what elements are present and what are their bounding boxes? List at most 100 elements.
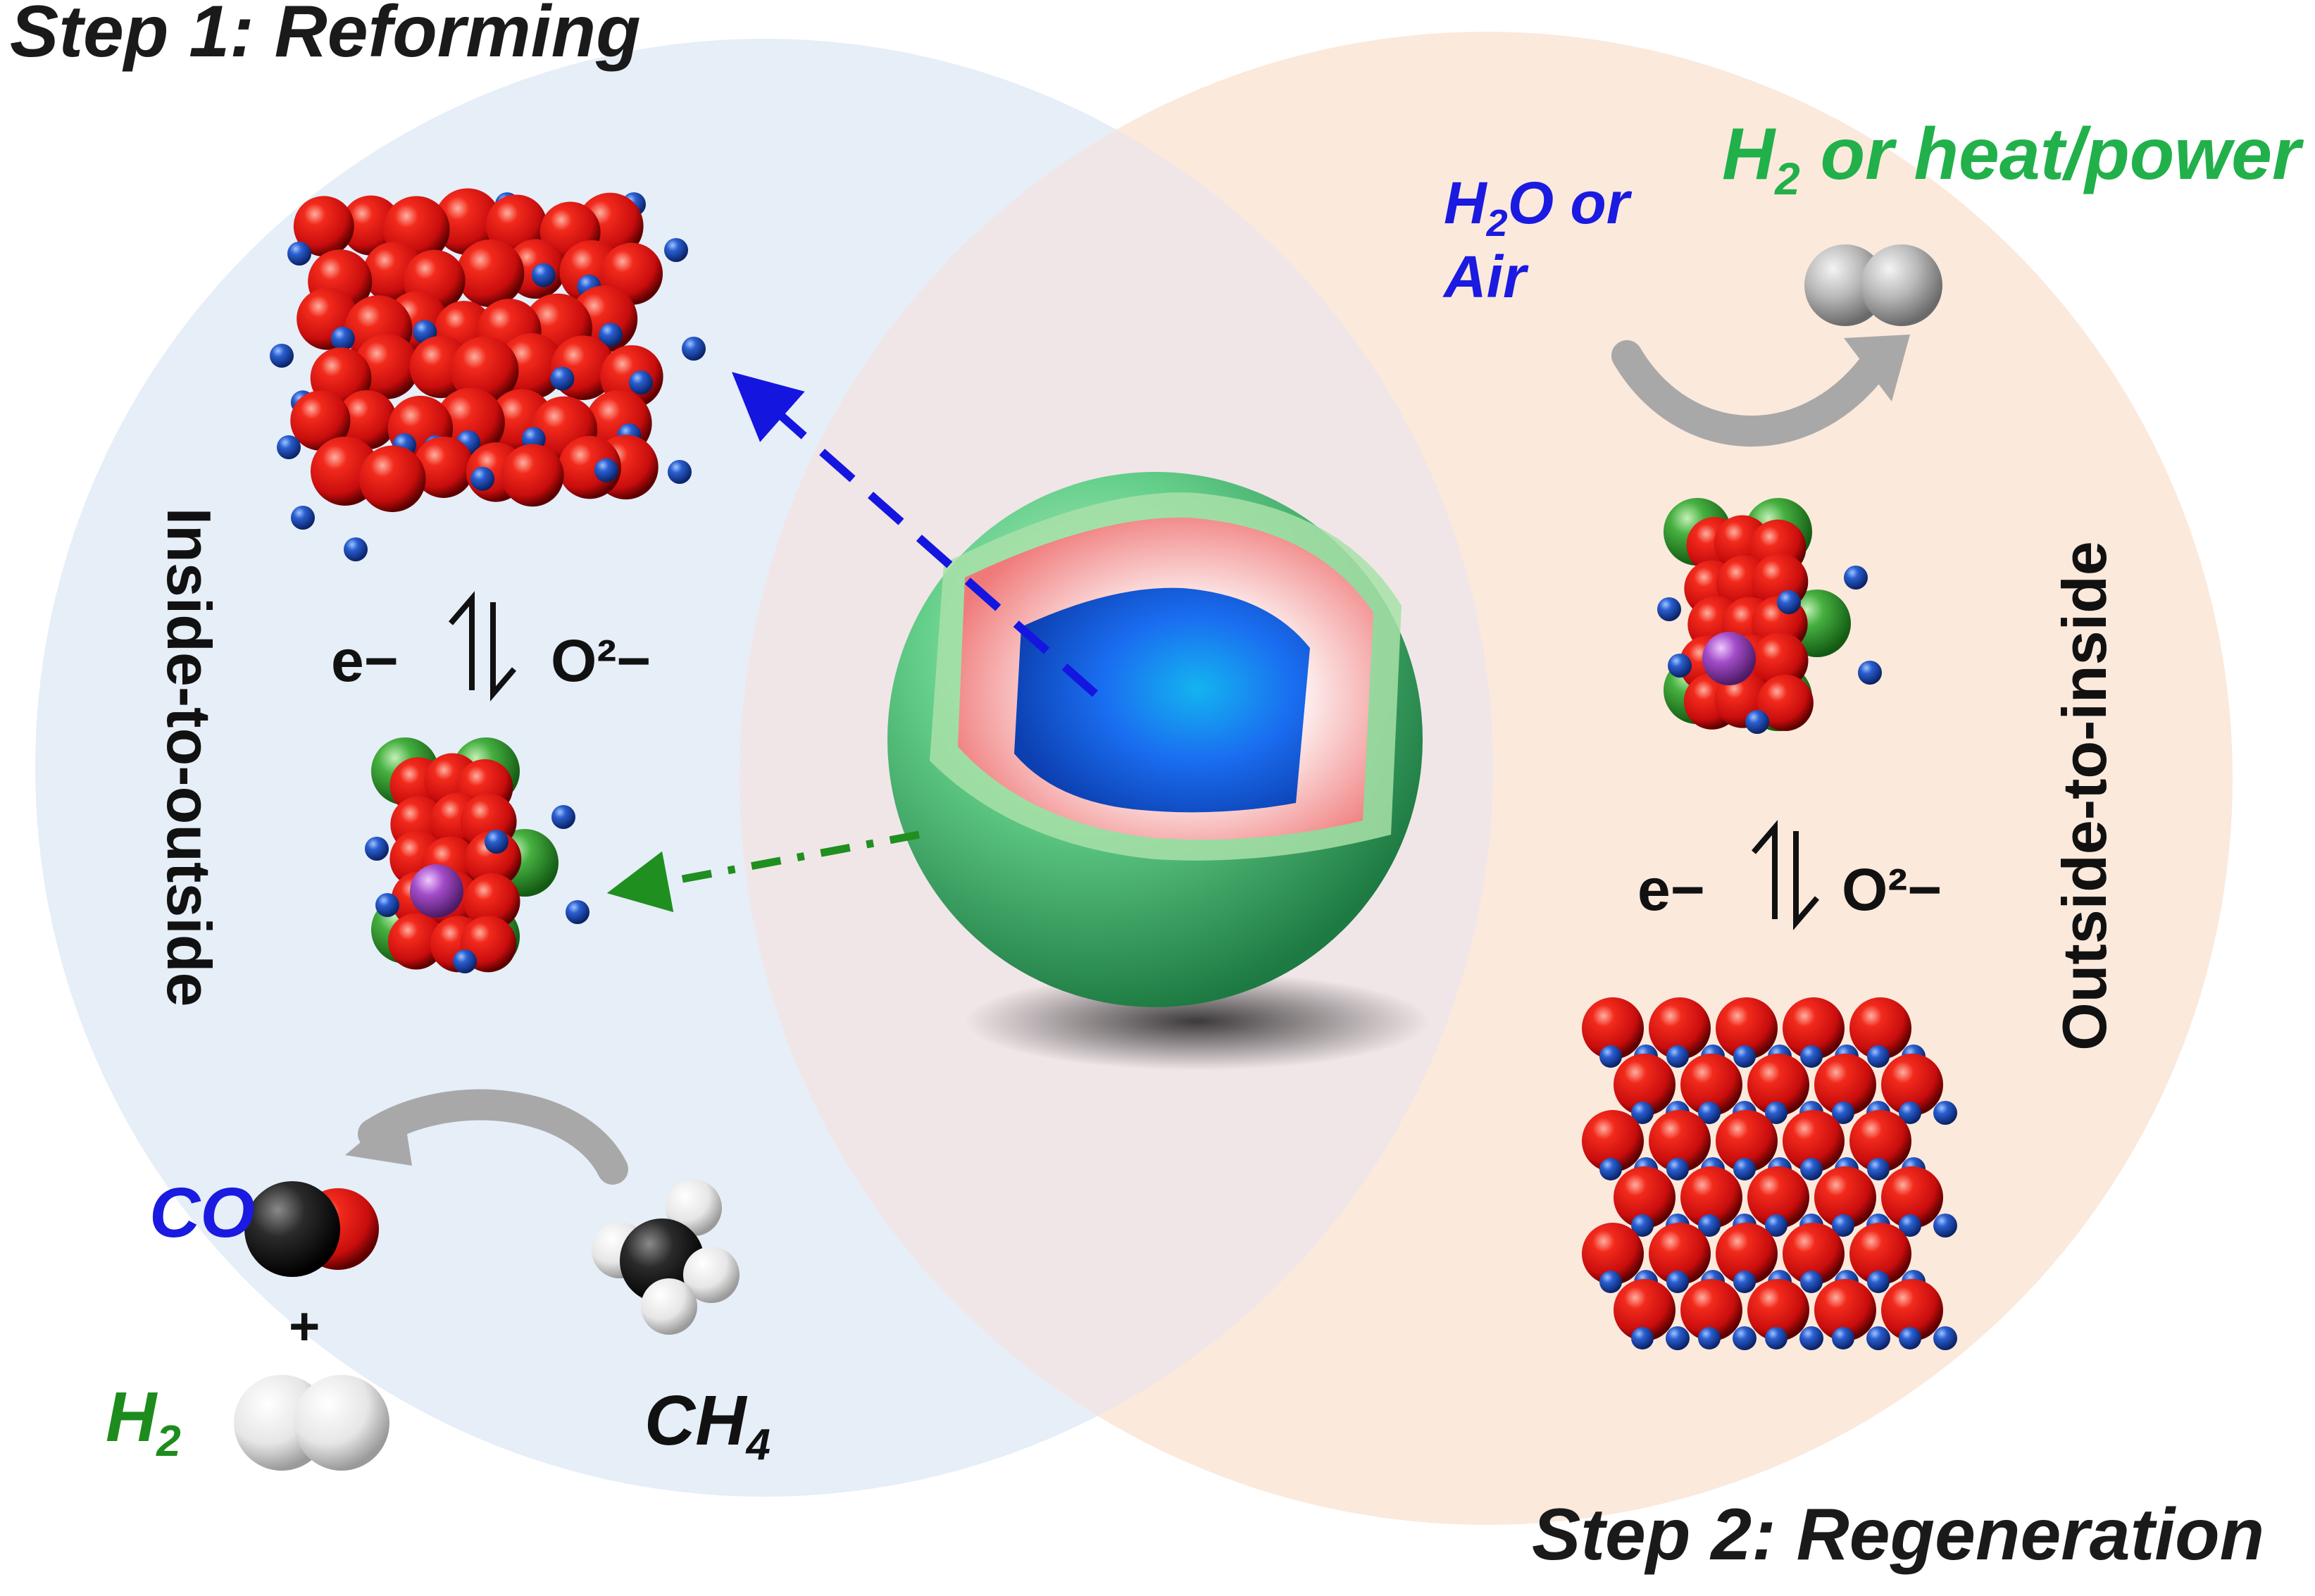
electron-label-left: e− [331,628,399,694]
oxygen-atom [359,445,426,513]
metal-atom [1800,1271,1823,1293]
metal-atom [1599,1045,1622,1068]
metal-atom [1631,1214,1654,1237]
oxygen-atom [434,188,501,256]
oxygen-atom [1680,1166,1742,1228]
oxide-ion-label-left: O²− [551,628,651,694]
ch4-label: CH4 [644,1381,770,1469]
oxygen-atom [1582,997,1644,1059]
h2o-or-air-label: H2O or Air [1444,170,1630,311]
metal-atom [1844,566,1868,590]
metal-atom [1698,1102,1721,1124]
oxidized-metal-lattice [1582,997,1957,1350]
metal-atom [470,466,495,491]
metal-atom [330,326,355,351]
metal-atom [1666,1045,1689,1068]
metal-atom [1599,1271,1622,1293]
metal-atom [1867,1271,1890,1293]
metal-atom [270,344,294,368]
metal-atom [1666,1271,1689,1293]
plus-sign: + [289,1297,320,1357]
metal-atom [1733,1045,1756,1068]
oxygen-atom [1814,1279,1876,1341]
metal-atom [291,506,315,530]
metal-atom [1599,1158,1622,1180]
oxygen-atom [290,390,351,451]
oxygen-atom [1849,997,1911,1059]
inside-to-outside-label: Inside-to-outside [154,507,224,1007]
metal-atom [1933,1326,1957,1350]
oxygen-atom [1881,1054,1943,1116]
oxygen-atom [413,436,475,498]
metal-atom [287,242,311,266]
metal-atom [1899,1102,1921,1124]
reversible-arrow-left [448,591,517,702]
metal-atom [668,460,692,484]
metal-atom [1899,1214,1921,1237]
co-label: CO [149,1173,255,1252]
oxygen-atom [1783,1223,1845,1285]
h2-molecule-product-right [1804,244,1942,326]
oxygen-atom [1649,1110,1711,1172]
oxygen-atom [1752,632,1809,690]
oxygen-atom [1614,1166,1676,1228]
metal-atom [1733,1158,1756,1180]
h2-label: H2 [106,1378,181,1466]
step1-title: Step 1: Reforming [10,0,641,73]
metal-atom [1733,1271,1756,1293]
metal-atom [1765,1214,1787,1237]
metal-atom [1800,1158,1823,1180]
oxygen-atom [1649,1223,1711,1285]
metal-atom [453,949,477,973]
step2-title: Step 2: Regeneration [1532,1494,2265,1576]
metal-atom [1867,1158,1890,1180]
metal-atom [1799,1326,1823,1350]
metal-atom [485,830,508,854]
core-shell-particle [887,472,1430,1071]
oxygen-atom [463,873,520,930]
metal-atom [1698,1327,1721,1349]
oxygen-atom [1716,1110,1778,1172]
oxygen-atom [1680,1054,1742,1116]
dopant-atom-purple [1702,632,1756,685]
metal-atom [1745,710,1769,734]
metal-atom [1867,1045,1890,1068]
oxygen-atom [456,239,525,308]
metal-atom [594,458,618,482]
oxygen-atom [1814,1166,1876,1228]
metal-atom [566,900,589,924]
metal-atom [1666,1158,1689,1180]
oxygen-atom [1747,1279,1809,1341]
oxygen-atom [1716,997,1778,1059]
oxygen-atom [1881,1279,1943,1341]
metal-atom [277,435,301,459]
oxygen-atom [1649,997,1711,1059]
dopant-atom-purple [410,864,463,918]
oxygen-atom [1582,1223,1644,1285]
oxygen-atom [1849,1223,1911,1285]
metal-atom [1698,1214,1721,1237]
reversible-arrow-right [1751,820,1820,930]
oxygen-atom [1680,1279,1742,1341]
oxygen-atom [387,913,444,970]
pointer-arrow-to-spinel [606,830,921,913]
metal-atom [550,366,575,391]
metal-atom [1657,597,1681,621]
reduced-metal-lattice [270,188,706,561]
h2-or-heat-power-label: H2 or heat/power [1722,113,2301,204]
oxygen-atom [1849,1110,1911,1172]
oxygen-atom [1614,1279,1676,1341]
cycle-arrow-regeneration [1611,340,1889,447]
metal-atom [1933,1101,1957,1125]
oxygen-atom [558,435,622,499]
spinel-cluster-left [365,737,589,973]
h2-molecule-left [234,1375,389,1471]
metal-atom [628,370,653,395]
oxygen-atom [1756,674,1814,731]
oxygen-atom [1783,997,1845,1059]
metal-atom [1765,1327,1787,1349]
metal-atom [1765,1102,1787,1124]
oxide-core [1014,587,1310,813]
